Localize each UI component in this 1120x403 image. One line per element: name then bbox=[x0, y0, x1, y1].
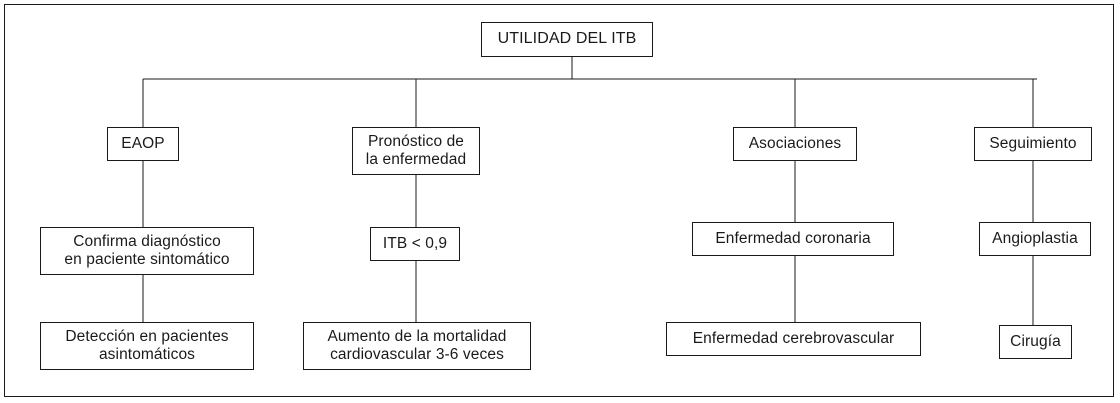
node-pronostico-child-1: ITB < 0,9 bbox=[370, 227, 460, 261]
node-seguimiento-child-2: Cirugía bbox=[999, 325, 1072, 359]
node-asociaciones-child-2: Enfermedad cerebrovascular bbox=[666, 322, 921, 356]
node-seguimiento: Seguimiento bbox=[974, 127, 1092, 161]
node-seguimiento-child-1: Angioplastia bbox=[979, 222, 1091, 256]
figure-border bbox=[4, 4, 1114, 397]
node-pronostico-child-2: Aumento de la mortalidad cardiovascular … bbox=[303, 322, 531, 370]
node-pronostico: Pronóstico de la enfermedad bbox=[352, 127, 480, 175]
node-eaop-child-1: Confirma diagnóstico en paciente sintomá… bbox=[40, 227, 254, 275]
node-asociaciones-child-1: Enfermedad coronaria bbox=[692, 222, 894, 256]
node-asociaciones: Asociaciones bbox=[733, 127, 857, 161]
node-root-title: UTILIDAD DEL ITB bbox=[481, 22, 653, 57]
node-eaop-child-2: Detección en pacientes asintomáticos bbox=[40, 322, 254, 370]
node-eaop: EAOP bbox=[107, 127, 179, 161]
